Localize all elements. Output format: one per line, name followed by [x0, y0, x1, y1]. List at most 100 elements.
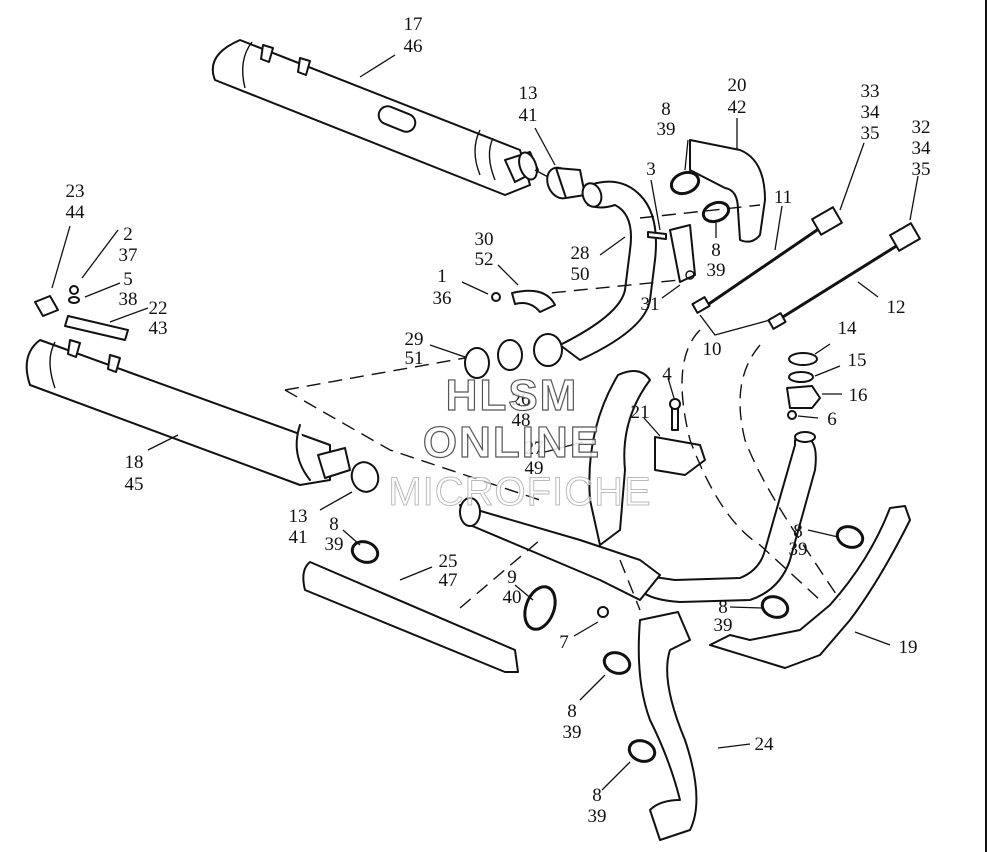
callout-8-39-c: 8 39 [325, 514, 344, 555]
callout-7: 7 [559, 632, 569, 653]
svg-text:39: 39 [588, 806, 607, 827]
hose-clamp-f[interactable] [834, 523, 865, 551]
svg-text:34: 34 [912, 138, 932, 159]
muffler-clamp-bottom[interactable] [348, 458, 383, 495]
leader-2 [81, 229, 119, 279]
callout-16: 16 [849, 385, 868, 406]
svg-text:39: 39 [325, 534, 344, 555]
hose-clamp-top-1[interactable] [668, 169, 701, 197]
svg-text:38: 38 [119, 289, 138, 310]
callout-27-49: 27 49 [525, 438, 544, 479]
svg-text:28: 28 [571, 243, 590, 264]
svg-text:31: 31 [641, 294, 660, 315]
svg-text:10: 10 [703, 339, 722, 360]
axis-line [284, 357, 466, 391]
callout-25-47: 25 47 [439, 551, 458, 591]
callout-11: 11 [774, 187, 792, 208]
leader-3 [650, 179, 661, 231]
muffler-clamp-top[interactable] [542, 163, 586, 202]
callout-9-40: 9 40 [503, 567, 522, 608]
leader-29 [429, 344, 466, 358]
lower-muffler[interactable] [25, 339, 351, 486]
lower-heat-shield-25[interactable] [302, 561, 519, 673]
sensor-boss-16[interactable] [786, 385, 821, 409]
leader-8-top [684, 139, 689, 171]
leader-12 [857, 281, 879, 298]
svg-text:MICROFICHE: MICROFICHE [388, 470, 651, 514]
upper-heat-shield[interactable] [689, 139, 766, 243]
front-header-pipe[interactable] [639, 431, 817, 603]
callout-5-38: 5 38 [119, 269, 138, 310]
hose-clamp-g[interactable] [626, 737, 657, 765]
hose-clamp-e[interactable] [759, 593, 790, 621]
upper-muffler[interactable] [211, 39, 541, 196]
svg-text:1: 1 [437, 266, 447, 287]
lower-heat-shield-24[interactable] [637, 611, 698, 841]
crossover-pipe[interactable] [588, 370, 651, 546]
watermark: HLSM ONLINE MICROFICHE [388, 370, 651, 514]
rear-header-pipe[interactable] [533, 180, 657, 367]
leader-22 [109, 307, 149, 323]
nut-1[interactable] [491, 292, 501, 302]
callout-10: 10 [703, 339, 722, 360]
nut-6[interactable] [787, 410, 797, 420]
svg-text:13: 13 [289, 506, 308, 527]
oxygen-sensor-rear[interactable] [767, 222, 921, 330]
svg-text:39: 39 [714, 615, 733, 636]
callout-12: 12 [887, 297, 906, 318]
leader-18 [147, 434, 179, 451]
svg-text:4: 4 [662, 364, 672, 385]
axis-line [534, 169, 551, 179]
washer-5[interactable] [68, 296, 80, 304]
axis-line [459, 539, 541, 609]
callout-28-50: 28 50 [571, 243, 590, 285]
bolt-3[interactable] [647, 231, 667, 240]
callout-31: 31 [641, 294, 660, 315]
leader-24 [717, 743, 751, 749]
rubber-mount-23[interactable] [34, 295, 59, 317]
leader-15 [814, 365, 841, 377]
leader-5 [84, 282, 121, 298]
clamp-30[interactable] [511, 289, 556, 313]
front-heat-shield-19[interactable] [709, 505, 911, 669]
leader-10 [699, 314, 771, 336]
svg-text:ONLINE: ONLINE [423, 418, 601, 467]
svg-text:37: 37 [119, 245, 138, 266]
svg-text:47: 47 [439, 570, 458, 591]
axis-line [619, 559, 641, 611]
bracket-22[interactable] [64, 315, 129, 341]
svg-text:35: 35 [861, 123, 880, 144]
bracket-21[interactable] [654, 436, 706, 476]
axis-line [681, 329, 821, 601]
oxygen-sensor-front[interactable] [691, 206, 843, 314]
hose-clamp-c[interactable] [349, 538, 380, 566]
hose-clamp-top-2[interactable] [701, 199, 732, 225]
main-exhaust-pipe[interactable] [459, 497, 661, 601]
leader-8-c [342, 529, 361, 546]
leader-28 [599, 236, 626, 256]
gasket-14[interactable] [788, 352, 818, 366]
callout-4: 4 [662, 364, 672, 385]
leader-4 [667, 377, 675, 399]
axis-line [284, 389, 541, 501]
leader-23 [51, 225, 71, 289]
callout-3: 3 [646, 159, 656, 180]
leader-25 [399, 566, 433, 581]
bolt-4[interactable] [669, 398, 681, 431]
svg-text:24: 24 [755, 734, 775, 755]
mounting-bracket[interactable] [669, 224, 696, 283]
leader-9 [514, 584, 534, 601]
axis-line [529, 279, 681, 296]
gasket-15[interactable] [788, 371, 814, 383]
band-clamp-9[interactable] [519, 583, 560, 634]
nut-7[interactable] [597, 606, 609, 618]
gasket-26[interactable] [497, 339, 523, 371]
leader-11 [774, 205, 783, 251]
hose-clamp-d[interactable] [601, 649, 632, 677]
callout-24: 24 [755, 734, 775, 755]
clamp-29[interactable] [464, 347, 490, 379]
svg-text:33: 33 [861, 81, 880, 102]
svg-text:45: 45 [125, 474, 144, 495]
screw-2[interactable] [69, 285, 79, 295]
